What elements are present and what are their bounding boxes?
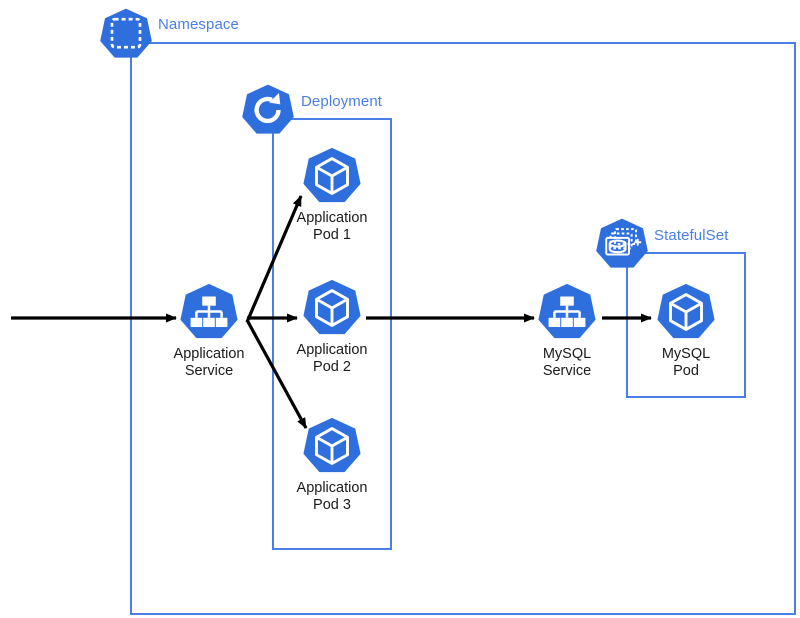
service-icon xyxy=(538,283,596,339)
pod-icon xyxy=(303,417,361,473)
group-box-statefulset xyxy=(626,252,746,398)
node-mysql-service[interactable]: MySQL Service xyxy=(507,281,627,380)
pod-icon xyxy=(303,279,361,335)
node-application-service[interactable]: Application Service xyxy=(149,281,269,380)
node-caption: Application Service xyxy=(173,346,245,379)
pod-icon xyxy=(657,283,715,339)
node-mysql-pod[interactable]: MySQL Pod xyxy=(626,281,746,380)
node-caption: Application Pod 2 xyxy=(296,342,368,375)
node-caption: Application Pod 3 xyxy=(296,480,368,513)
group-label-deployment: Deployment xyxy=(301,93,383,110)
node-application-pod-2[interactable]: Application Pod 2 xyxy=(272,277,392,376)
node-caption: Application Pod 1 xyxy=(296,210,368,243)
service-icon xyxy=(180,283,238,339)
group-label-statefulset: StatefulSet xyxy=(654,227,729,244)
group-label-namespace: Namespace xyxy=(158,16,239,33)
namespace-icon xyxy=(100,8,152,58)
pod-icon xyxy=(303,147,361,203)
group-box-namespace xyxy=(130,42,796,615)
node-caption: MySQL Pod xyxy=(661,346,711,379)
deployment-icon xyxy=(242,84,294,134)
node-application-pod-3[interactable]: Application Pod 3 xyxy=(272,415,392,514)
statefulset-icon xyxy=(596,218,648,268)
node-caption: MySQL Service xyxy=(542,346,592,379)
node-application-pod-1[interactable]: Application Pod 1 xyxy=(272,145,392,244)
